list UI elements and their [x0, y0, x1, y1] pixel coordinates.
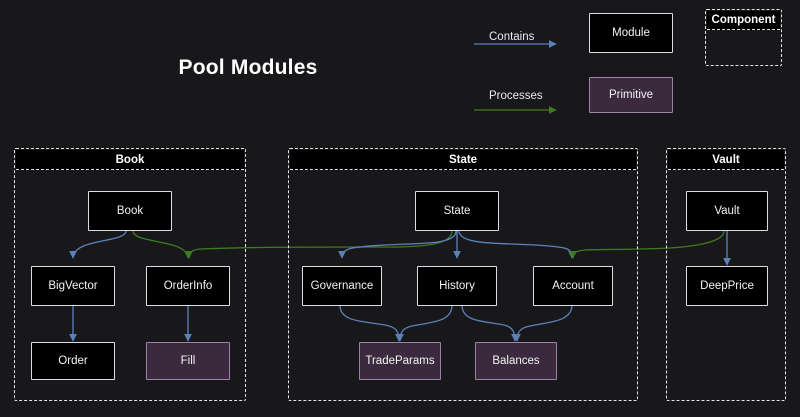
node-book[interactable]: Book — [88, 191, 172, 231]
page-title: Pool Modules — [178, 56, 318, 79]
subgraph-vault-title: Vault — [668, 150, 784, 170]
subgraph-book-title: Book — [16, 150, 244, 170]
node-deepprice[interactable]: DeepPrice — [686, 266, 768, 306]
legend-component-container — [705, 9, 782, 66]
node-balances[interactable]: Balances — [475, 342, 557, 380]
node-fill[interactable]: Fill — [146, 342, 230, 380]
node-tradeparams[interactable]: TradeParams — [359, 342, 441, 380]
node-vault[interactable]: Vault — [686, 191, 768, 231]
subgraph-state — [288, 148, 638, 401]
node-governance[interactable]: Governance — [302, 266, 382, 306]
node-history[interactable]: History — [417, 266, 497, 306]
legend-contains-label: Contains — [489, 31, 535, 43]
node-order[interactable]: Order — [31, 342, 115, 380]
subgraph-state-title: State — [290, 150, 636, 170]
node-state[interactable]: State — [415, 191, 499, 231]
legend-processes-label: Processes — [489, 90, 543, 102]
node-orderinfo[interactable]: OrderInfo — [146, 266, 230, 306]
node-bigvector[interactable]: BigVector — [31, 266, 115, 306]
subgraph-book — [14, 148, 246, 401]
legend-primitive-node: Primitive — [589, 77, 673, 113]
legend-component-label: Component — [707, 11, 780, 30]
legend-module-node: Module — [589, 13, 673, 53]
subgraph-vault — [666, 148, 786, 401]
node-account[interactable]: Account — [533, 266, 613, 306]
